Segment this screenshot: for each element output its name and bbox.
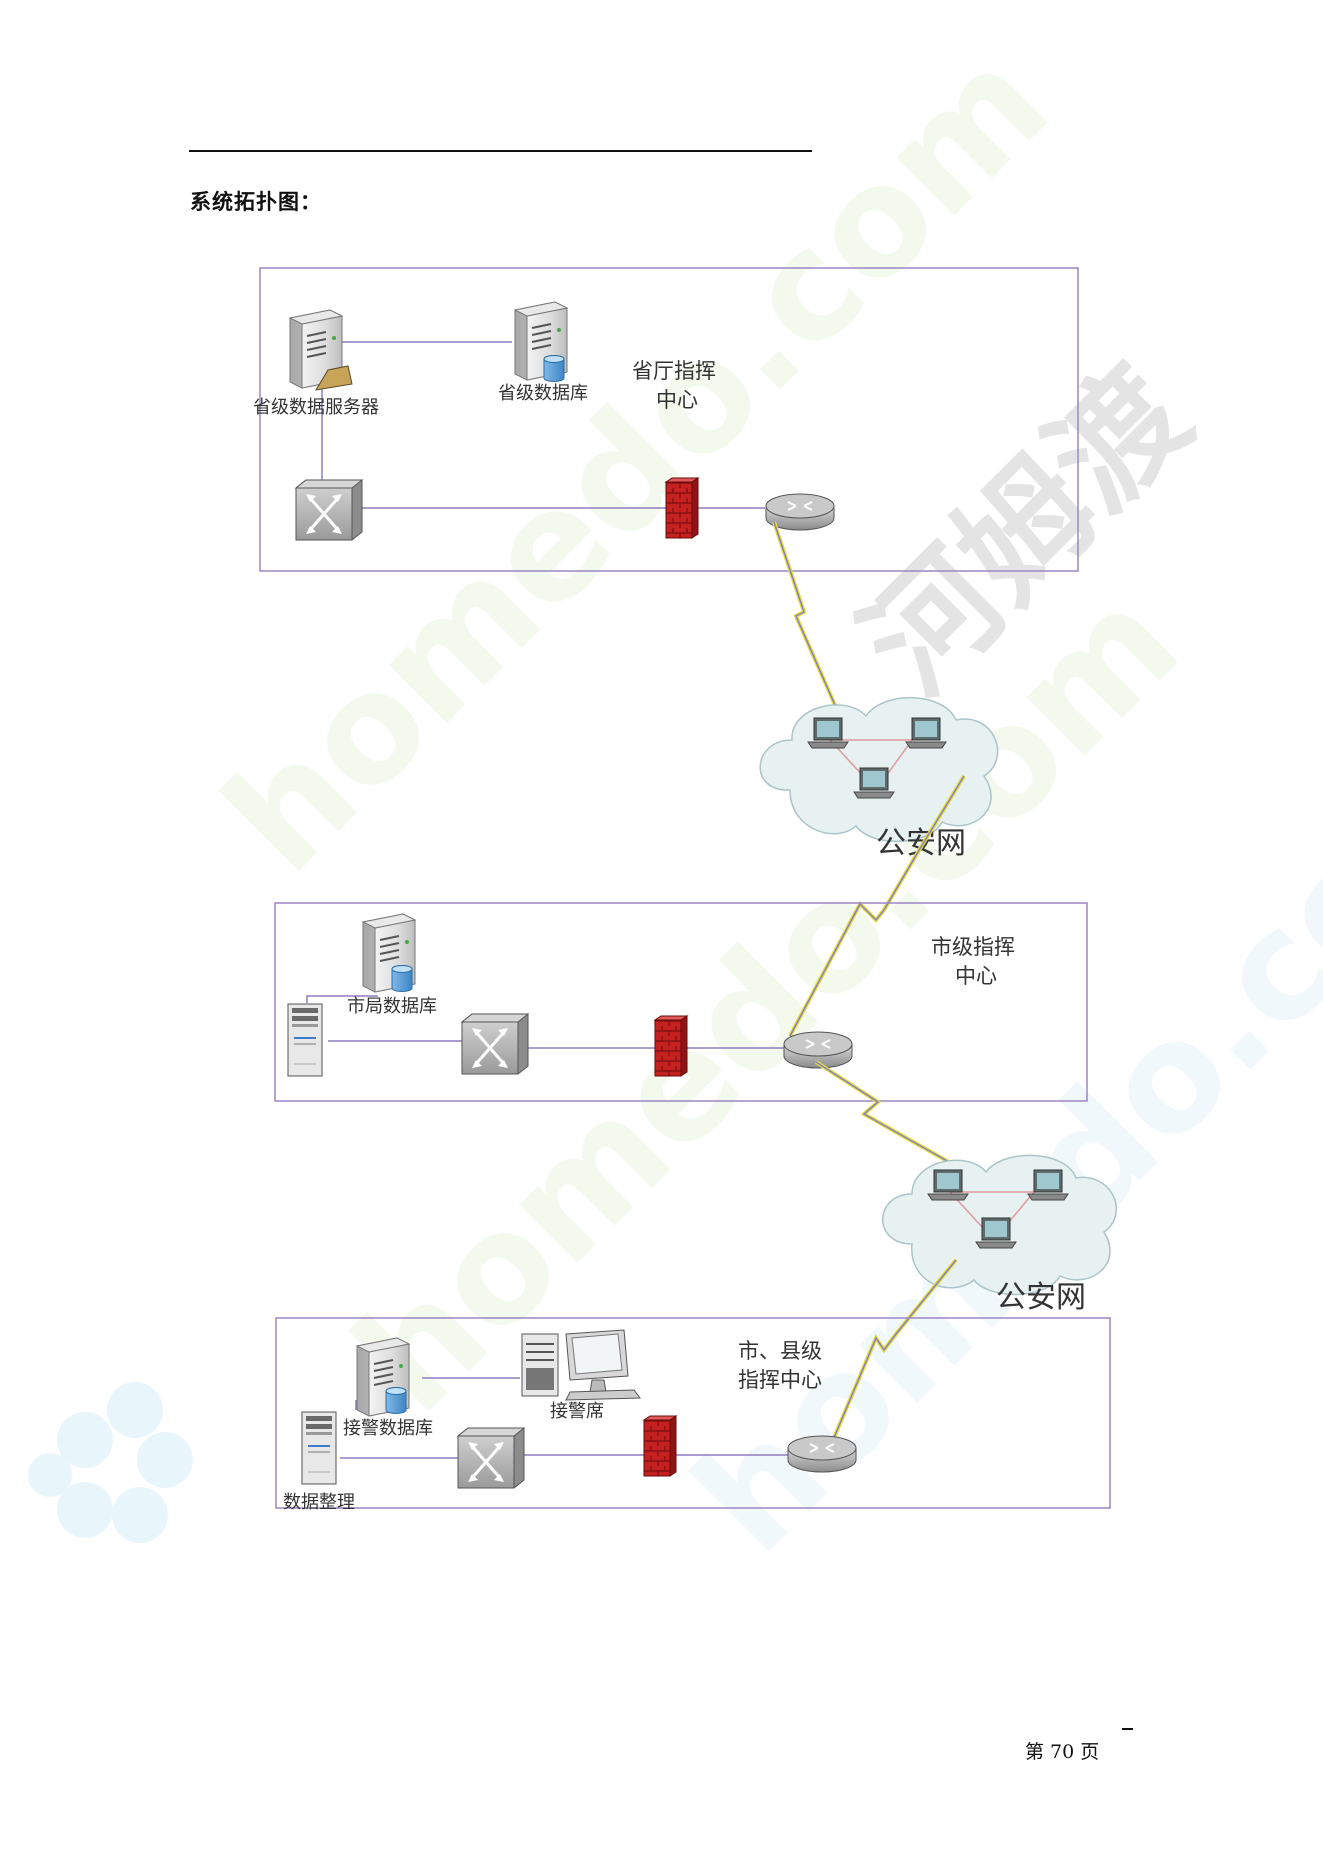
wan-link-upper-to-city xyxy=(788,774,966,1037)
province-database-icon xyxy=(543,355,565,382)
watermark-flower-icon xyxy=(28,1382,193,1543)
lower-police-network-cloud xyxy=(882,1154,1117,1296)
county-data-processing-label: 数据整理 xyxy=(283,1492,355,1513)
county-switch-icon xyxy=(456,1426,526,1490)
county-zone-title-line2: 指挥中心 xyxy=(738,1368,822,1392)
lower-network-label: 公安网 xyxy=(996,1280,1086,1315)
county-dispatch-workstation-icon xyxy=(521,1329,641,1401)
county-dispatch-station-label: 接警席 xyxy=(550,1401,604,1422)
county-lan-links xyxy=(340,1377,788,1459)
page-number: 第 70 页 xyxy=(1025,1741,1100,1763)
wan-link-lower-to-county xyxy=(826,1258,958,1453)
province-zone-title-line1: 省厅指挥 xyxy=(632,359,716,383)
city-zone-title-line1: 市级指挥 xyxy=(931,935,1015,959)
county-router-icon xyxy=(787,1435,857,1473)
upper-cloud-node-icon-3 xyxy=(853,767,895,799)
province-firewall-icon xyxy=(665,477,699,539)
lower-cloud-node-icon-3 xyxy=(975,1217,1017,1249)
province-zone-border xyxy=(259,267,1079,572)
province-database-label: 省级数据库 xyxy=(498,383,588,404)
lower-cloud-node-icon-1 xyxy=(927,1169,969,1201)
header-rule xyxy=(189,150,812,152)
city-switch-icon xyxy=(460,1012,530,1076)
province-zone-title-line2: 中心 xyxy=(656,388,698,412)
document-heading: 系统拓扑图： xyxy=(190,189,322,214)
county-dispatch-db-label: 接警数据库 xyxy=(343,1418,433,1439)
page-dash xyxy=(1122,1728,1133,1730)
city-firewall-icon xyxy=(654,1015,688,1077)
province-data-server-label: 省级数据服务器 xyxy=(253,397,379,418)
keyboard-icon xyxy=(315,365,353,391)
upper-cloud-node-icon-2 xyxy=(905,717,947,749)
upper-cloud-node-icon-1 xyxy=(807,717,849,749)
wan-link-province xyxy=(772,521,840,713)
county-zone-title-line1: 市、县级 xyxy=(738,1339,822,1363)
city-zone-title-line2: 中心 xyxy=(955,964,997,988)
city-lan-links xyxy=(306,995,786,1049)
county-firewall-icon xyxy=(643,1415,677,1477)
city-database-label: 市局数据库 xyxy=(347,996,437,1017)
lower-cloud-node-icon-2 xyxy=(1027,1169,1069,1201)
wan-link-city-to-lower xyxy=(814,1060,957,1168)
city-workstation-tower-icon xyxy=(287,1003,323,1077)
province-switch-icon xyxy=(294,478,364,542)
watermark: homedo.com homedo.com homedo.com 河姆渡 xyxy=(28,16,1323,1585)
county-zone-border xyxy=(275,1317,1111,1509)
upper-police-network-cloud xyxy=(759,697,999,843)
county-dispatch-db-icon xyxy=(385,1387,407,1414)
city-zone-border xyxy=(274,902,1088,1102)
city-database-icon xyxy=(391,965,413,992)
county-data-processing-tower-icon xyxy=(301,1411,337,1485)
